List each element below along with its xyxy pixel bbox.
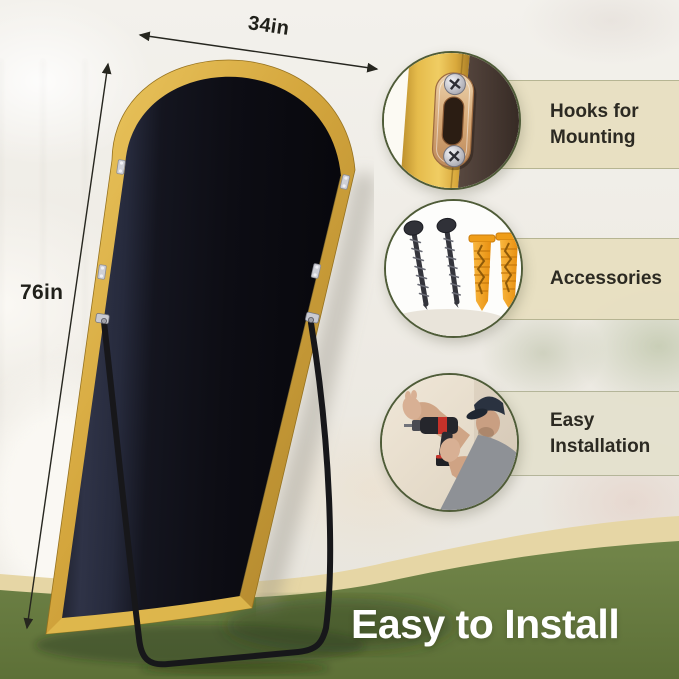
height-arrow (23, 62, 112, 630)
keyhole-hanger-icon (384, 53, 519, 188)
screws-anchors-icon (386, 201, 521, 336)
glass-right-edge-highlight (239, 175, 342, 597)
mirror-glass (62, 76, 341, 618)
callout-label-line: Easy (550, 409, 595, 431)
wall-anchor (468, 234, 496, 311)
width-arrow (138, 31, 379, 73)
callout-label-line: Installation (550, 435, 651, 457)
callout-circle-accessories (384, 199, 523, 338)
callout-label-line: Hooks for (550, 100, 639, 122)
wall-shadow (253, 172, 377, 611)
banner-title: Easy to Install (351, 601, 620, 647)
wall-anchor (495, 232, 521, 309)
callout-circle-hooks (382, 51, 521, 190)
floor-shadow-right (225, 598, 455, 652)
screw (436, 217, 462, 308)
callout-circle-installation (380, 373, 519, 512)
mirror-stand-legs (101, 319, 334, 668)
height-dimension-label: 76in (20, 281, 64, 304)
callout-band-hooks: Hooks for Mounting (462, 80, 679, 169)
screw (403, 220, 430, 310)
callout-label-line: Mounting (550, 126, 636, 148)
person-drilling-icon (382, 375, 517, 510)
callout-label-line: Accessories (550, 268, 662, 289)
